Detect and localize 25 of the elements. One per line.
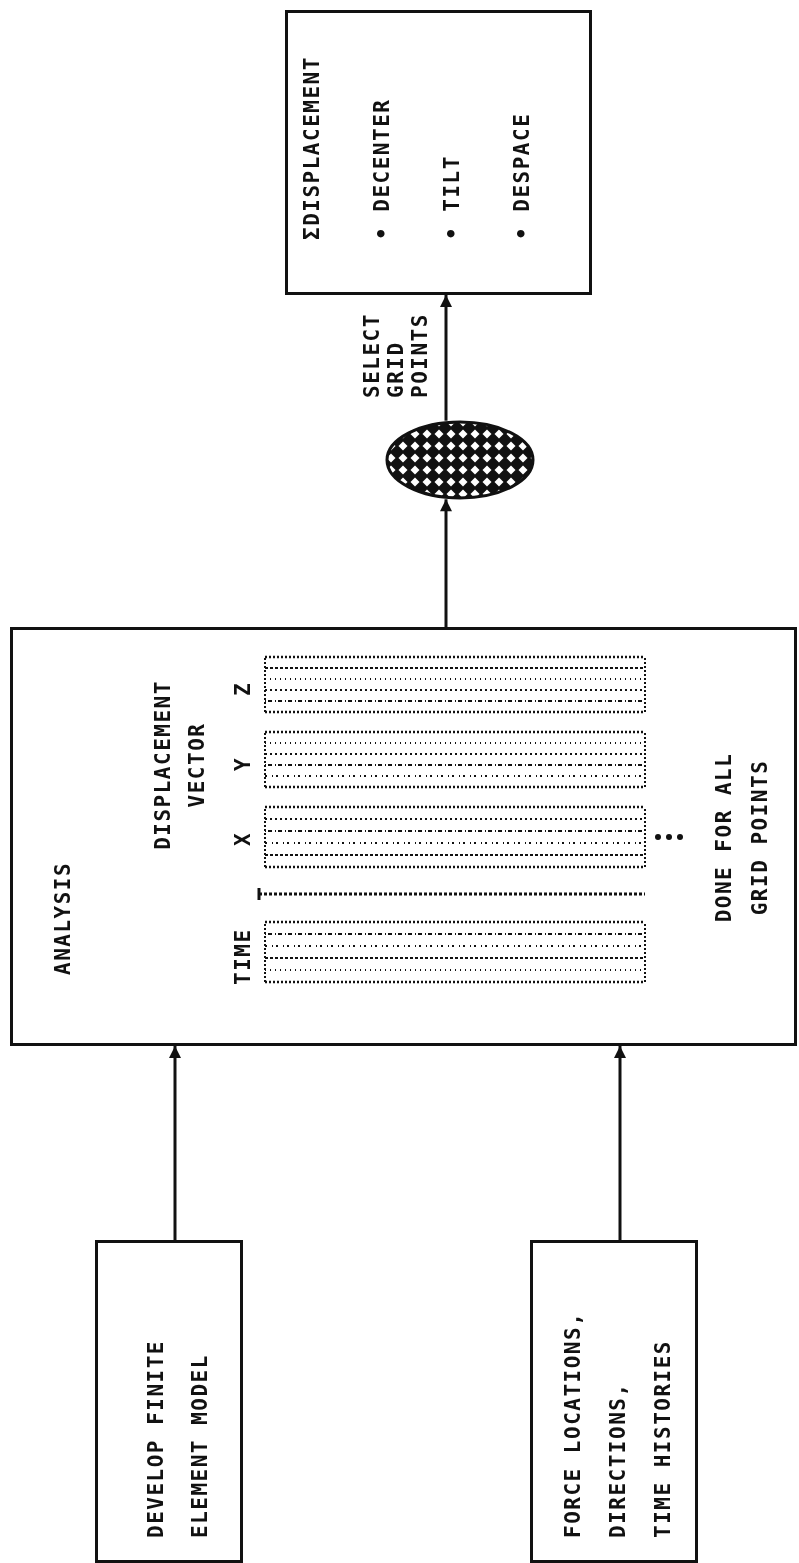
hatched-ellipse <box>385 420 535 500</box>
arrow <box>614 1046 626 1240</box>
node-label: DEVELOP FINITE ELEMENT MODEL <box>143 1339 213 1538</box>
process-box <box>95 1240 243 1563</box>
analysis-box <box>10 627 797 1046</box>
process-box <box>530 1240 698 1563</box>
arrow <box>440 295 452 421</box>
node-label: • TILT <box>440 154 464 240</box>
output-box <box>285 10 592 295</box>
arrow <box>440 499 452 627</box>
node-label: Y <box>231 755 255 771</box>
node-label: • DESPACE <box>510 111 534 240</box>
step-label: SELECT GRID POINTS <box>360 312 432 398</box>
node-label: DONE FOR ALL GRID POINTS <box>711 751 773 925</box>
node-label: ANALYSIS <box>51 860 75 975</box>
node-label: TIME HISTORIES <box>651 1339 675 1538</box>
node-label: • DECENTER <box>370 97 394 240</box>
node-label: TIME <box>231 927 255 985</box>
node-label: X <box>231 830 255 846</box>
arrow <box>169 1046 181 1240</box>
node-label: Z <box>231 680 255 696</box>
node-label: FORCE LOCATIONS, <box>561 1310 585 1538</box>
node-label: DISPLACEMENT VECTOR <box>150 679 210 852</box>
node-label: DIRECTIONS, <box>606 1381 630 1538</box>
node-label: ΣDISPLACEMENT <box>300 55 324 240</box>
